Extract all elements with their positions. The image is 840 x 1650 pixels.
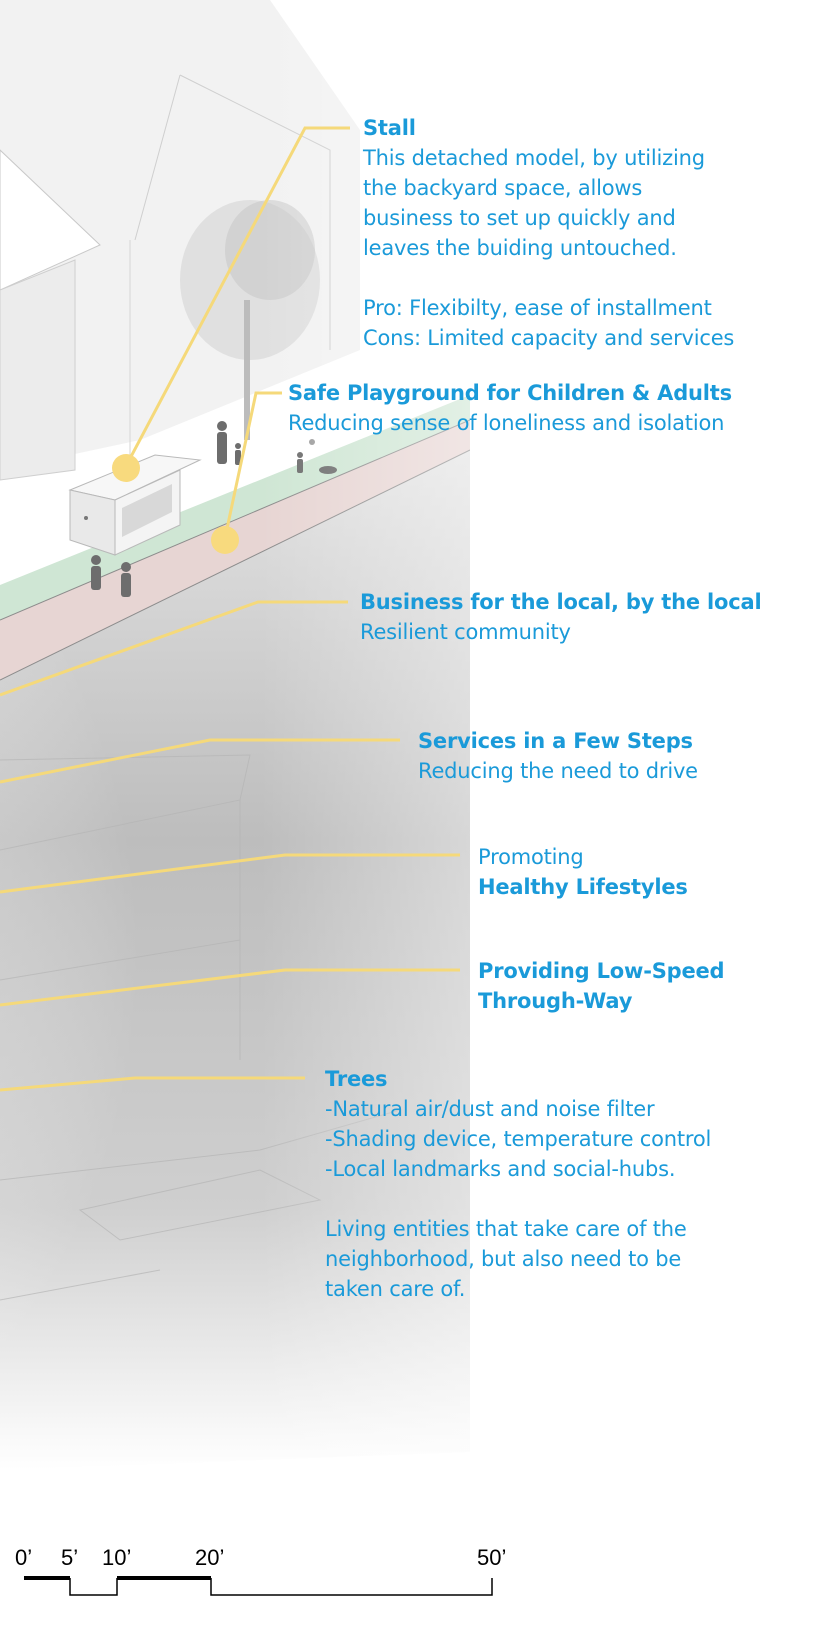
annotation-services: Services in a Few Steps Reducing the nee… — [418, 726, 698, 786]
services-title: Services in a Few Steps — [418, 729, 693, 753]
annotation-playground: Safe Playground for Children & Adults Re… — [288, 378, 732, 438]
services-subtitle: Reducing the need to drive — [418, 759, 698, 783]
scale-label-5: 5’ — [61, 1545, 79, 1570]
trees-bullet: -Shading device, temperature control — [325, 1127, 712, 1151]
annotation-lowspeed: Providing Low-Speed Through-Way — [478, 956, 725, 1016]
leader-services — [0, 738, 400, 784]
stall-line: the backyard space, allows — [363, 176, 643, 200]
trees-bullet: -Local landmarks and social-hubs. — [325, 1157, 676, 1181]
leader-business — [0, 600, 348, 697]
leader-healthy — [0, 853, 460, 894]
playground-subtitle: Reducing sense of loneliness and isolati… — [288, 411, 725, 435]
business-subtitle: Resilient community — [360, 620, 571, 644]
trees-closing: neighborhood, but also need to be — [325, 1247, 682, 1271]
healthy-title: Healthy Lifestyles — [478, 875, 688, 899]
leader-trees — [0, 1076, 305, 1092]
stall-pro: Pro: Flexibilty, ease of installment — [363, 296, 712, 320]
scale-label-0: 0’ — [15, 1545, 33, 1570]
scale-label-20: 20’ — [195, 1545, 225, 1570]
leader-lines — [0, 126, 460, 1092]
healthy-prefix: Promoting — [478, 845, 584, 869]
stall-line: business to set up quickly and — [363, 206, 676, 230]
marker-dot-playground — [211, 526, 239, 554]
annotation-trees: Trees -Natural air/dust and noise filter… — [325, 1064, 711, 1304]
scale-bar — [24, 1576, 493, 1596]
scale-label-10: 10’ — [102, 1545, 132, 1570]
leader-lowspeed — [0, 968, 460, 1007]
lowspeed-title-line1: Providing Low-Speed — [478, 959, 725, 983]
stall-line: leaves the buiding untouched. — [363, 236, 677, 260]
annotation-healthy: Promoting Healthy Lifestyles — [478, 842, 688, 902]
scale-label-50: 50’ — [477, 1545, 507, 1570]
stall-title: Stall — [363, 116, 416, 140]
stall-cons: Cons: Limited capacity and services — [363, 326, 735, 350]
trees-closing: taken care of. — [325, 1277, 466, 1301]
leader-playground — [223, 391, 282, 539]
trees-closing: Living entities that take care of the — [325, 1217, 687, 1241]
trees-title: Trees — [325, 1067, 388, 1091]
annotation-stall: Stall This detached model, by utilizing … — [363, 113, 734, 353]
lowspeed-title-line2: Through-Way — [478, 989, 633, 1013]
marker-dot-stall — [112, 454, 140, 482]
playground-title: Safe Playground for Children & Adults — [288, 381, 732, 405]
stall-line: This detached model, by utilizing — [363, 146, 705, 170]
lower-buildings — [0, 754, 401, 1301]
annotation-business: Business for the local, by the local Res… — [360, 587, 762, 647]
trees-bullet: -Natural air/dust and noise filter — [325, 1097, 655, 1121]
business-title: Business for the local, by the local — [360, 590, 762, 614]
leader-stall — [123, 126, 350, 469]
